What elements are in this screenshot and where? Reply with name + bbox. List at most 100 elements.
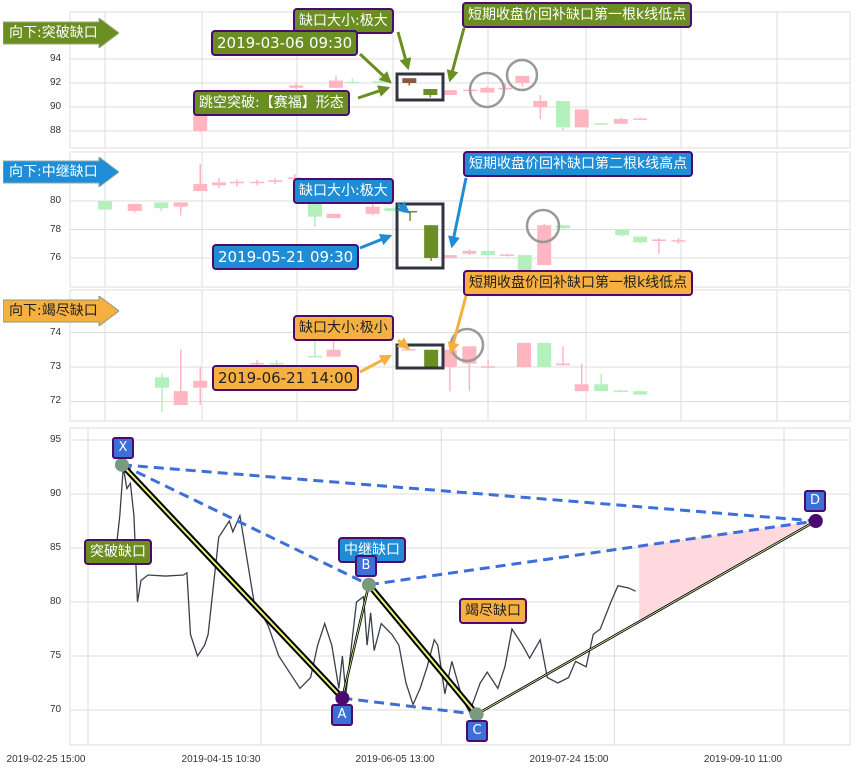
y-tick: 80 xyxy=(50,596,62,607)
candle-body xyxy=(193,380,208,388)
x-tick: 2019-09-10 11:00 xyxy=(703,754,783,765)
leg-highlight xyxy=(121,464,344,699)
point-a-marker xyxy=(335,691,350,706)
candle-body xyxy=(326,349,341,357)
x-tick: 2019-06-05 13:00 xyxy=(355,754,435,765)
candle-body xyxy=(537,225,552,266)
candle-body xyxy=(515,75,530,83)
panel-frame xyxy=(69,151,851,288)
y-tick: 95 xyxy=(50,434,62,445)
panel-tag-label: 向下:中继缺口 xyxy=(9,164,98,180)
x-tick: 2019-07-24 15:00 xyxy=(529,754,609,765)
candle-body xyxy=(269,362,284,365)
point-label-x: X xyxy=(112,437,134,459)
candle-body xyxy=(307,201,322,217)
leg-highlight xyxy=(368,584,478,715)
dashed-line-xb xyxy=(121,463,370,587)
candle-body xyxy=(211,182,226,186)
candle-body xyxy=(127,203,142,211)
y-tick: 92 xyxy=(50,77,62,88)
gap-time-label: 2019-03-06 09:30 xyxy=(211,30,359,56)
candle-body xyxy=(307,355,322,358)
candle-body xyxy=(537,342,552,367)
gap-box xyxy=(395,72,445,102)
candle-body xyxy=(613,119,628,124)
highlight-circle xyxy=(525,208,561,244)
candle-body xyxy=(442,90,457,95)
candle-body xyxy=(384,208,399,211)
y-tick: 90 xyxy=(50,101,62,112)
gap-fill-label: 短期收盘价回补缺口第二根k线高点 xyxy=(463,151,694,177)
highlight-circle xyxy=(505,58,539,92)
annotation-arrow xyxy=(396,337,410,350)
candle-body xyxy=(326,213,341,219)
candle-body xyxy=(193,183,208,192)
candle-body xyxy=(594,384,609,392)
candle-body xyxy=(633,236,648,243)
annotation-arrow xyxy=(359,233,393,250)
arrow-right-icon xyxy=(3,157,119,187)
candle-body xyxy=(193,114,208,131)
y-tick: 70 xyxy=(50,704,62,715)
annotation-arrow xyxy=(358,52,392,84)
panel-tag-exhaustion: 向下:竭尽缺口 xyxy=(3,296,119,326)
point-label-c: C xyxy=(466,720,488,742)
candle-body xyxy=(328,80,343,88)
highlight-circle xyxy=(468,71,506,109)
candle-body xyxy=(555,225,570,229)
candle-body xyxy=(154,202,169,209)
gap-time-label: 2019-05-21 09:30 xyxy=(212,244,360,270)
candle-body xyxy=(651,239,666,241)
gap-box xyxy=(395,202,445,270)
candle-body xyxy=(250,362,265,365)
gap-fill-label: 短期收盘价回补缺口第一根k线低点 xyxy=(462,2,693,28)
candle-body xyxy=(403,210,418,213)
candle-body xyxy=(365,206,380,214)
candle-body xyxy=(615,229,630,236)
candle-body xyxy=(594,123,609,125)
gap-size-label: 缺口大小:极小 xyxy=(293,315,394,341)
candle-body xyxy=(173,391,188,405)
pattern-label: 跳空突破:【赛福】形态 xyxy=(193,90,350,116)
candle-body xyxy=(289,85,304,88)
panel-frame xyxy=(69,11,851,149)
candle-body xyxy=(442,255,457,258)
candle-body xyxy=(555,101,570,128)
panel-tag-label: 向下:竭尽缺口 xyxy=(9,303,98,319)
candle-body xyxy=(423,89,438,95)
gap-box xyxy=(395,343,445,370)
y-tick: 76 xyxy=(50,252,62,263)
point-label-b: B xyxy=(355,555,377,577)
y-tick: 78 xyxy=(50,224,62,235)
candle-body xyxy=(372,81,387,83)
candle-body xyxy=(268,180,283,182)
candle-body xyxy=(633,391,648,395)
annotation-arrow xyxy=(357,85,391,100)
candle-body xyxy=(442,349,457,367)
y-tick: 80 xyxy=(50,195,62,206)
candle-body xyxy=(402,78,417,83)
dashed-line-bd xyxy=(368,519,817,587)
candle-body xyxy=(633,118,648,120)
candle-body xyxy=(229,181,244,184)
candle-body xyxy=(155,377,170,388)
point-label-a: A xyxy=(331,704,353,726)
gap-size-label: 缺口大小:极大 xyxy=(293,178,394,204)
candle-body xyxy=(499,254,514,256)
point-label-d: D xyxy=(804,490,826,512)
annotation-arrow xyxy=(359,354,393,374)
candle-body xyxy=(613,390,628,392)
dashed-line-xd xyxy=(121,463,816,523)
panel-tag-runaway: 向下:中继缺口 xyxy=(3,157,119,187)
exhaustion-gap-label: 竭尽缺口 xyxy=(459,598,527,624)
breakaway-gap-label: 突破缺口 xyxy=(84,539,152,565)
candle-body xyxy=(250,181,265,184)
candle-body xyxy=(462,250,477,254)
candle-body xyxy=(424,349,439,367)
candle-body xyxy=(424,225,439,258)
candle-body xyxy=(401,349,416,351)
annotation-arrow xyxy=(446,27,466,83)
candle-body xyxy=(516,342,531,367)
candle-body xyxy=(98,201,113,210)
annotation-arrow xyxy=(396,201,410,214)
